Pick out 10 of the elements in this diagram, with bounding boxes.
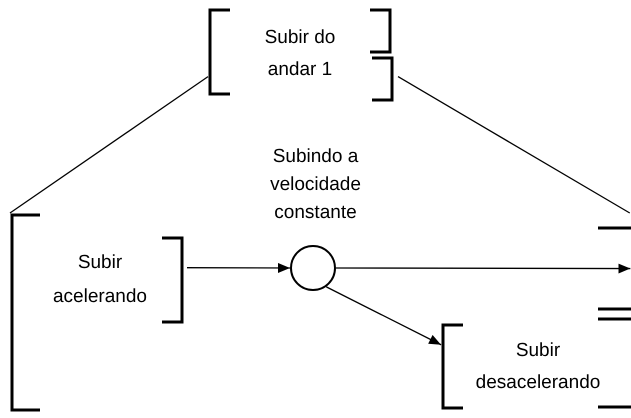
connector-line [398,76,630,214]
bracket-box [598,226,631,411]
arrow [326,286,442,346]
step-label: Subir do andar 1 [264,26,336,82]
step-label: Subir desacelerando [474,339,602,395]
arrow [187,262,290,273]
step-label: Subir acelerando [52,251,148,309]
connector-line [10,76,208,214]
arrow [336,264,630,274]
state-label: Subindo a velocidade constante [269,145,362,225]
